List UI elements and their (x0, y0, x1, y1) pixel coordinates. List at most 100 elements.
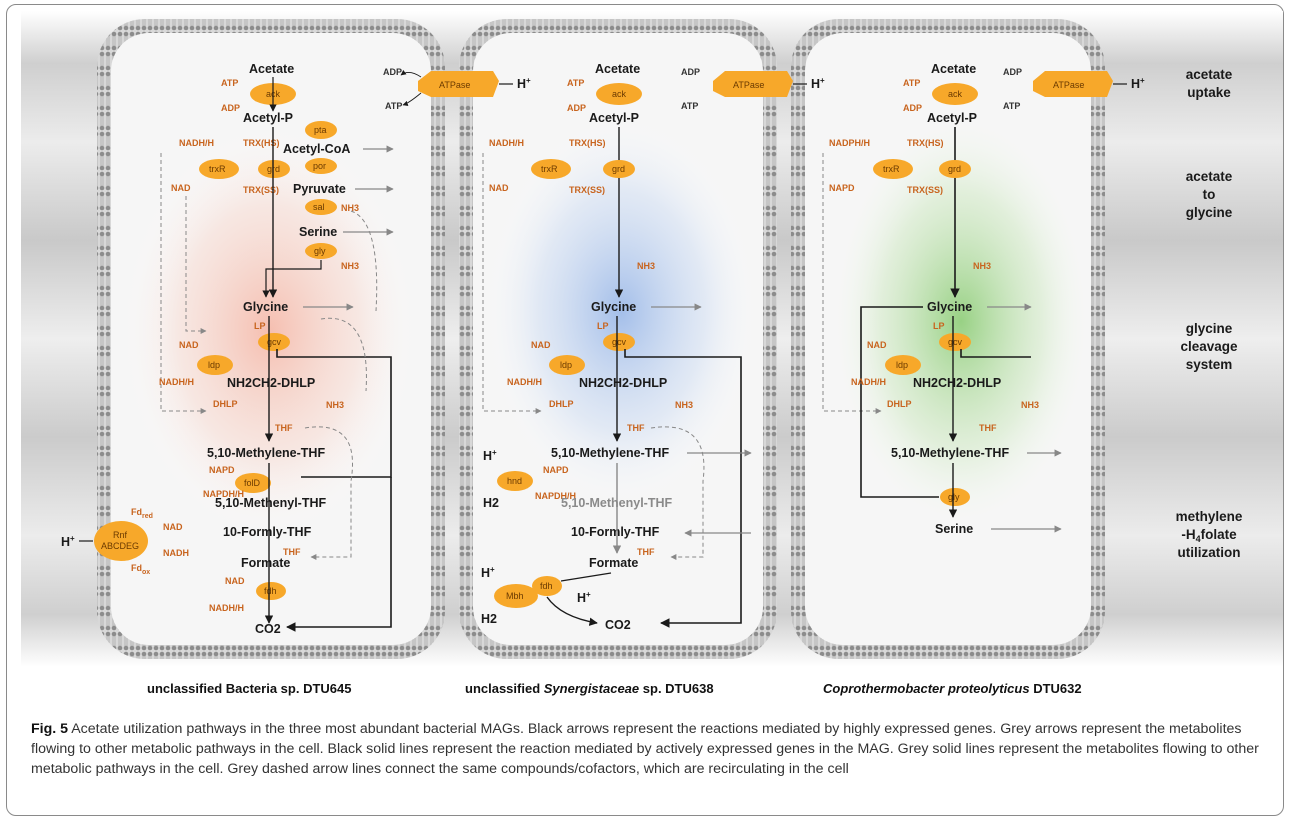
mbh-h-left: H+ (481, 565, 495, 580)
side-methylene-3: utilization (1178, 545, 1241, 560)
trxr-enzyme-p3 (873, 159, 913, 179)
gcv-enzyme-p1 (258, 333, 290, 351)
ack-adp-p2: ADP (567, 103, 586, 113)
ack-enzyme-p2 (596, 83, 642, 105)
fd-red: Fdred (131, 507, 153, 520)
organism-label-3: Coprothermobacter proteolyticus DTU632 (823, 681, 1082, 696)
atpase-label-p3: ATPase (1053, 80, 1084, 90)
acetyl-p-p2: Acetyl-P (589, 111, 639, 125)
trx-hs-p3: TRX(HS) (907, 138, 944, 148)
side-glycine-cleavage-1: glycine (1186, 321, 1233, 336)
trxr-label-p2: trxR (541, 164, 558, 174)
side-acetate-to-glycine-2: to (1203, 187, 1216, 202)
atpase-adp: ADP (383, 67, 402, 77)
nh2ch2-dhlp-p2: NH2CH2-DHLP (579, 376, 667, 390)
fold-napd: NAPD (209, 465, 235, 475)
gly-enzyme-p3 (940, 488, 970, 506)
methylene-thf-p3: 5,10-Methylene-THF (891, 446, 1009, 460)
side-methylene-1: methylene (1176, 509, 1243, 524)
fdh-nad-p1: NAD (225, 576, 245, 586)
gly-label-p3: gly (948, 492, 960, 502)
pta-enzyme (305, 121, 337, 139)
figure-frame: ATPase H+ ADP ATP Acetate ack ATP ADP Ac… (6, 4, 1284, 816)
side-labels: acetate uptake acetate to glycine glycin… (1176, 67, 1243, 560)
mbh-h2: H2 (481, 612, 497, 626)
nad-left-p2: NAD (489, 183, 509, 193)
sal-label: sal (313, 202, 325, 212)
nad-gcv-p1: NAD (179, 340, 199, 350)
acetate-p2: Acetate (595, 62, 640, 76)
rnf-label-2: ABCDEG (101, 541, 139, 551)
nad-left-p1: NAD (171, 183, 191, 193)
hnd-h: H+ (483, 448, 497, 463)
panel-3: ATPase H+ ADP ATP Acetate ack ATP ADP Ac… (822, 62, 1145, 536)
formly-thf-p2: 10-Formly-THF (571, 525, 660, 539)
panel-1: ATPase H+ ADP ATP Acetate ack ATP ADP Ac… (61, 62, 531, 636)
nh3-grd-p3: NH3 (973, 261, 991, 271)
gcv-enzyme-p2 (603, 333, 635, 351)
hnd-napd: NAPD (543, 465, 569, 475)
atpase-atp-p3: ATP (1003, 101, 1020, 111)
atpase-atp: ATP (385, 101, 402, 111)
atpase-adp-p2: ADP (681, 67, 700, 77)
gcv-label-p2: gcv (612, 337, 627, 347)
acetyl-p-p3: Acetyl-P (927, 111, 977, 125)
pyruvate: Pyruvate (293, 182, 346, 196)
mbh-label: Mbh (506, 591, 524, 601)
sal-nh3: NH3 (341, 203, 359, 213)
atpase-label: ATPase (439, 80, 470, 90)
methylene-thf-p1: 5,10-Methylene-THF (207, 446, 325, 460)
ack-adp: ADP (221, 103, 240, 113)
dhlp-p2: DHLP (549, 399, 574, 409)
sal-enzyme (305, 199, 337, 215)
formate-p2: Formate (589, 556, 638, 570)
trx-ss-p2: TRX(SS) (569, 185, 605, 195)
co2-p1: CO2 (255, 622, 281, 636)
trxr-enzyme-p1 (199, 159, 239, 179)
atpase-atp-p2: ATP (681, 101, 698, 111)
caption-label: Fig. 5 (31, 721, 69, 737)
rnf-nad: NAD (163, 522, 183, 532)
hnd-napdh: NAPDH/H (535, 491, 576, 501)
glycine-p2: Glycine (591, 300, 636, 314)
atpase-enzyme-p3 (1033, 71, 1113, 97)
rnf-enzyme (94, 521, 148, 561)
side-acetate-uptake-1: acetate (1186, 67, 1233, 82)
side-acetate-uptake-2: uptake (1187, 85, 1231, 100)
nh3-gcv-p2: NH3 (675, 400, 693, 410)
ack-atp: ATP (221, 78, 238, 88)
nh3-gcv-p3: NH3 (1021, 400, 1039, 410)
thf-formly-p2: THF (637, 547, 655, 557)
napdh-top-p3: NADPH/H (829, 138, 870, 148)
ack-adp-p3: ADP (903, 103, 922, 113)
co2-p2: CO2 (605, 618, 631, 632)
ldp-label-p2: ldp (560, 360, 572, 370)
organism-label-2: unclassified Synergistaceae sp. DTU638 (465, 681, 714, 696)
atpase-h: H+ (517, 76, 531, 91)
serine-p3: Serine (935, 522, 973, 536)
ldp-enzyme-p2 (549, 355, 585, 375)
gcv-label-p1: gcv (267, 337, 282, 347)
rnf-label-1: Rnf (113, 530, 128, 540)
acetyl-coa: Acetyl-CoA (283, 142, 350, 156)
fold-enzyme (235, 473, 271, 493)
nh2ch2-dhlp-p3: NH2CH2-DHLP (913, 376, 1001, 390)
grd-enzyme-p1 (258, 160, 290, 178)
fdh-label-p2: fdh (540, 581, 553, 591)
formate-p1: Formate (241, 556, 290, 570)
grd-enzyme-p3 (939, 160, 971, 178)
ldp-enzyme-p1 (197, 355, 233, 375)
ack-enzyme-p3 (932, 83, 978, 105)
atpase-adp-p3: ADP (1003, 67, 1022, 77)
nadh-h-ldp-p2: NADH/H (507, 377, 542, 387)
thf-p1: THF (275, 423, 293, 433)
ack-label-p3: ack (948, 89, 963, 99)
atpase-enzyme-p2 (713, 71, 793, 97)
thf-p3: THF (979, 423, 997, 433)
ack-atp-p3: ATP (903, 78, 920, 88)
methylene-thf-p2: 5,10-Methylene-THF (551, 446, 669, 460)
ldp-label-p3: ldp (896, 360, 908, 370)
gcv-enzyme-p3 (939, 333, 971, 351)
trxr-label-p1: trxR (209, 164, 226, 174)
caption-text: Acetate utilization pathways in the thre… (31, 721, 1259, 777)
